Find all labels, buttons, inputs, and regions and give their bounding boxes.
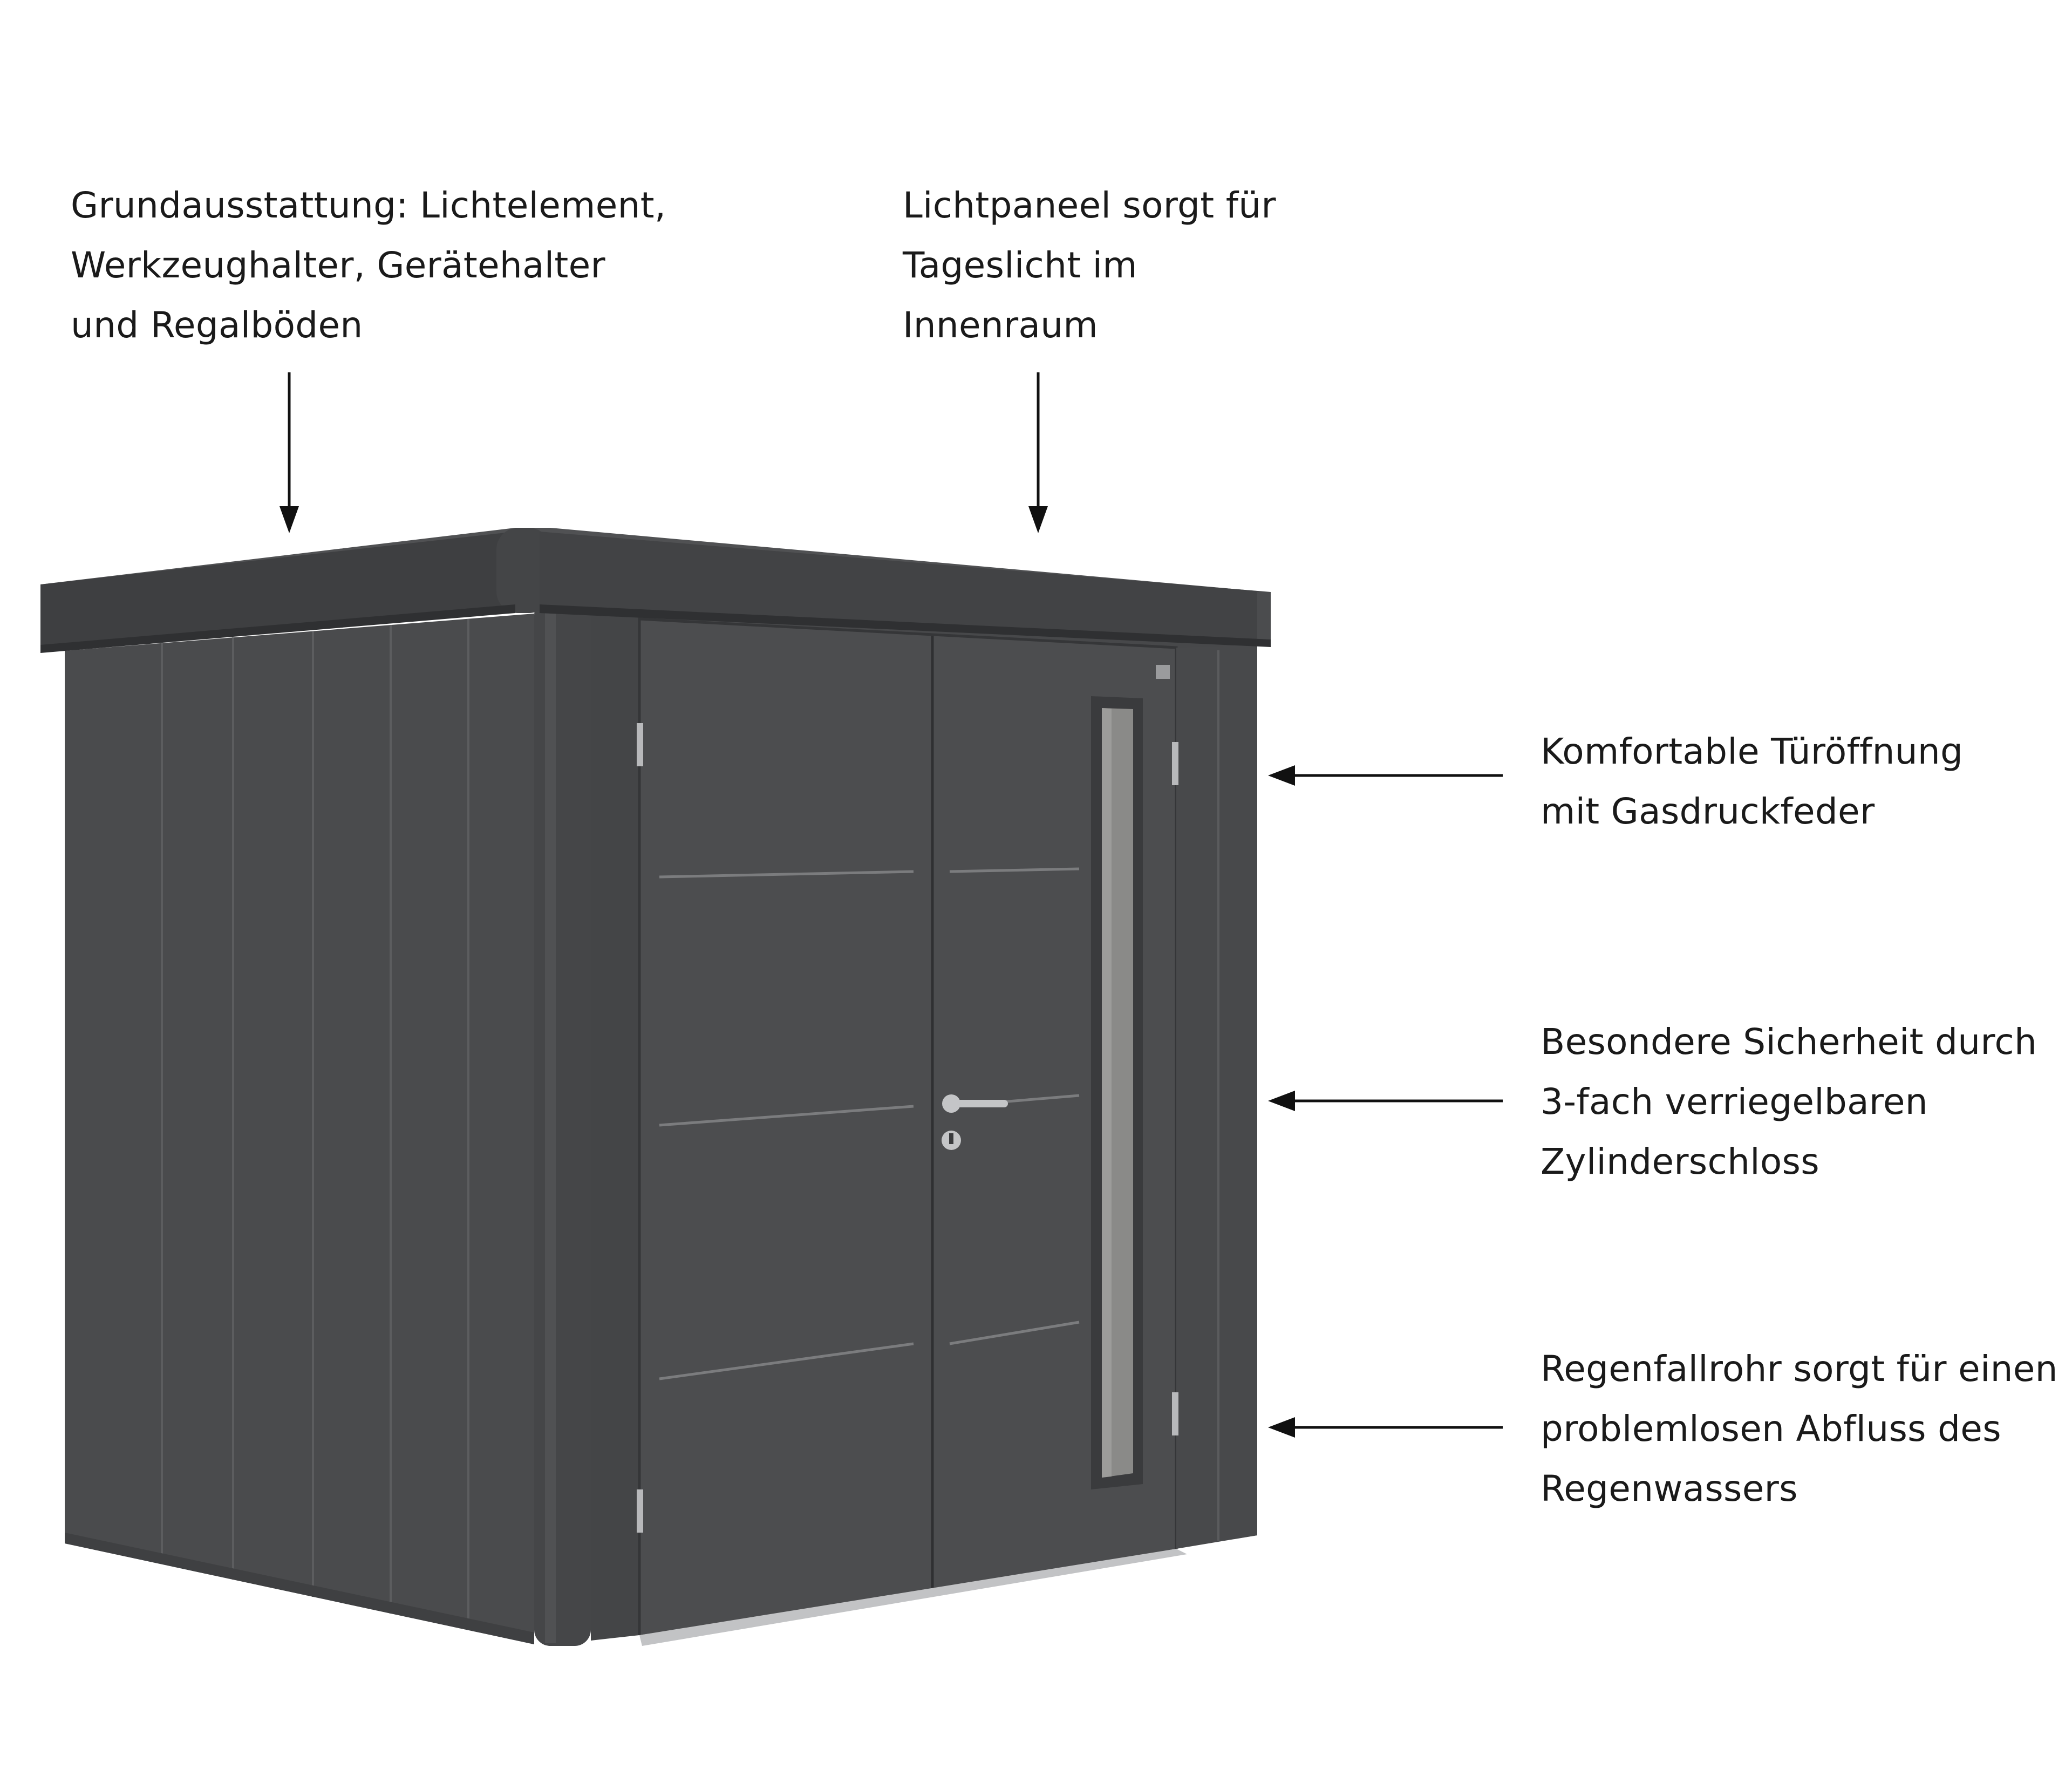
front-frame-right [1176, 645, 1257, 1549]
roof-front-underside-shadow [540, 604, 1271, 647]
side-wall-base-shadow [65, 1533, 534, 1644]
callout-skylight-line-1: Lichtpaneel sorgt für [903, 185, 1276, 226]
door-handle [942, 1094, 1008, 1113]
roof-fascia-side [40, 532, 515, 650]
arrow-skylight [1028, 372, 1048, 533]
door-threshold [639, 1549, 1187, 1646]
door-leaf-left [639, 619, 932, 1635]
callout-toolkit: Grundausstattung: Lichtelement, Werkzeug… [71, 175, 666, 355]
callout-door-opening-line-1: Komfortable Türöffnung [1541, 731, 1964, 772]
callout-toolkit-line-2: Werkzeughalter, Gerätehalter [71, 244, 605, 286]
door-badge [1156, 665, 1170, 679]
door-hinges [637, 723, 1178, 1533]
callout-door-opening: Komfortable Türöffnung mit Gasdruckfeder [1541, 722, 1963, 841]
callout-skylight-line-2: Tageslicht im [903, 244, 1137, 286]
arrow-door-opening [1268, 765, 1503, 786]
callout-security-line-1: Besondere Sicherheit durch [1541, 1021, 2037, 1063]
door-grooves [659, 867, 1080, 1380]
door-lock [942, 1131, 961, 1150]
side-wall-panel-grooves [161, 619, 469, 1630]
roof-end-cap [1257, 592, 1271, 644]
corner-post [534, 599, 591, 1646]
side-wall [65, 614, 534, 1644]
callout-security-line-3: Zylinderschloss [1541, 1141, 1819, 1182]
roof [40, 528, 1271, 653]
callout-security-line-2: 3-fach verriegelbaren [1541, 1081, 1928, 1122]
corner-post-highlight [545, 599, 556, 1643]
callout-gutter-line-3: Regenwassers [1541, 1468, 1798, 1509]
callout-skylight: Lichtpaneel sorgt für Tageslicht im Inne… [903, 175, 1276, 355]
callout-skylight-line-3: Innenraum [903, 304, 1098, 346]
front-frame-left [591, 613, 639, 1641]
callout-door-opening-line-2: mit Gasdruckfeder [1541, 791, 1875, 832]
callout-security: Besondere Sicherheit durch 3-fach verrie… [1541, 1012, 2037, 1192]
roof-underside-shadow [40, 604, 515, 653]
garden-shed [40, 528, 1271, 1646]
callout-gutter: Regenfallrohr sorgt für einen problemlos… [1541, 1339, 2058, 1519]
door-window-shine [1102, 708, 1112, 1478]
callout-toolkit-line-3: und Regalböden [71, 304, 363, 346]
arrow-security [1268, 1091, 1503, 1111]
callout-toolkit-line-1: Grundausstattung: Lichtelement, [71, 185, 666, 226]
callout-gutter-line-2: problemlosen Abfluss des [1541, 1408, 2001, 1450]
roof-corner-cap [496, 528, 550, 613]
callout-gutter-line-1: Regenfallrohr sorgt für einen [1541, 1348, 2058, 1390]
arrow-gutter [1268, 1417, 1503, 1438]
arrow-toolkit [280, 372, 299, 533]
